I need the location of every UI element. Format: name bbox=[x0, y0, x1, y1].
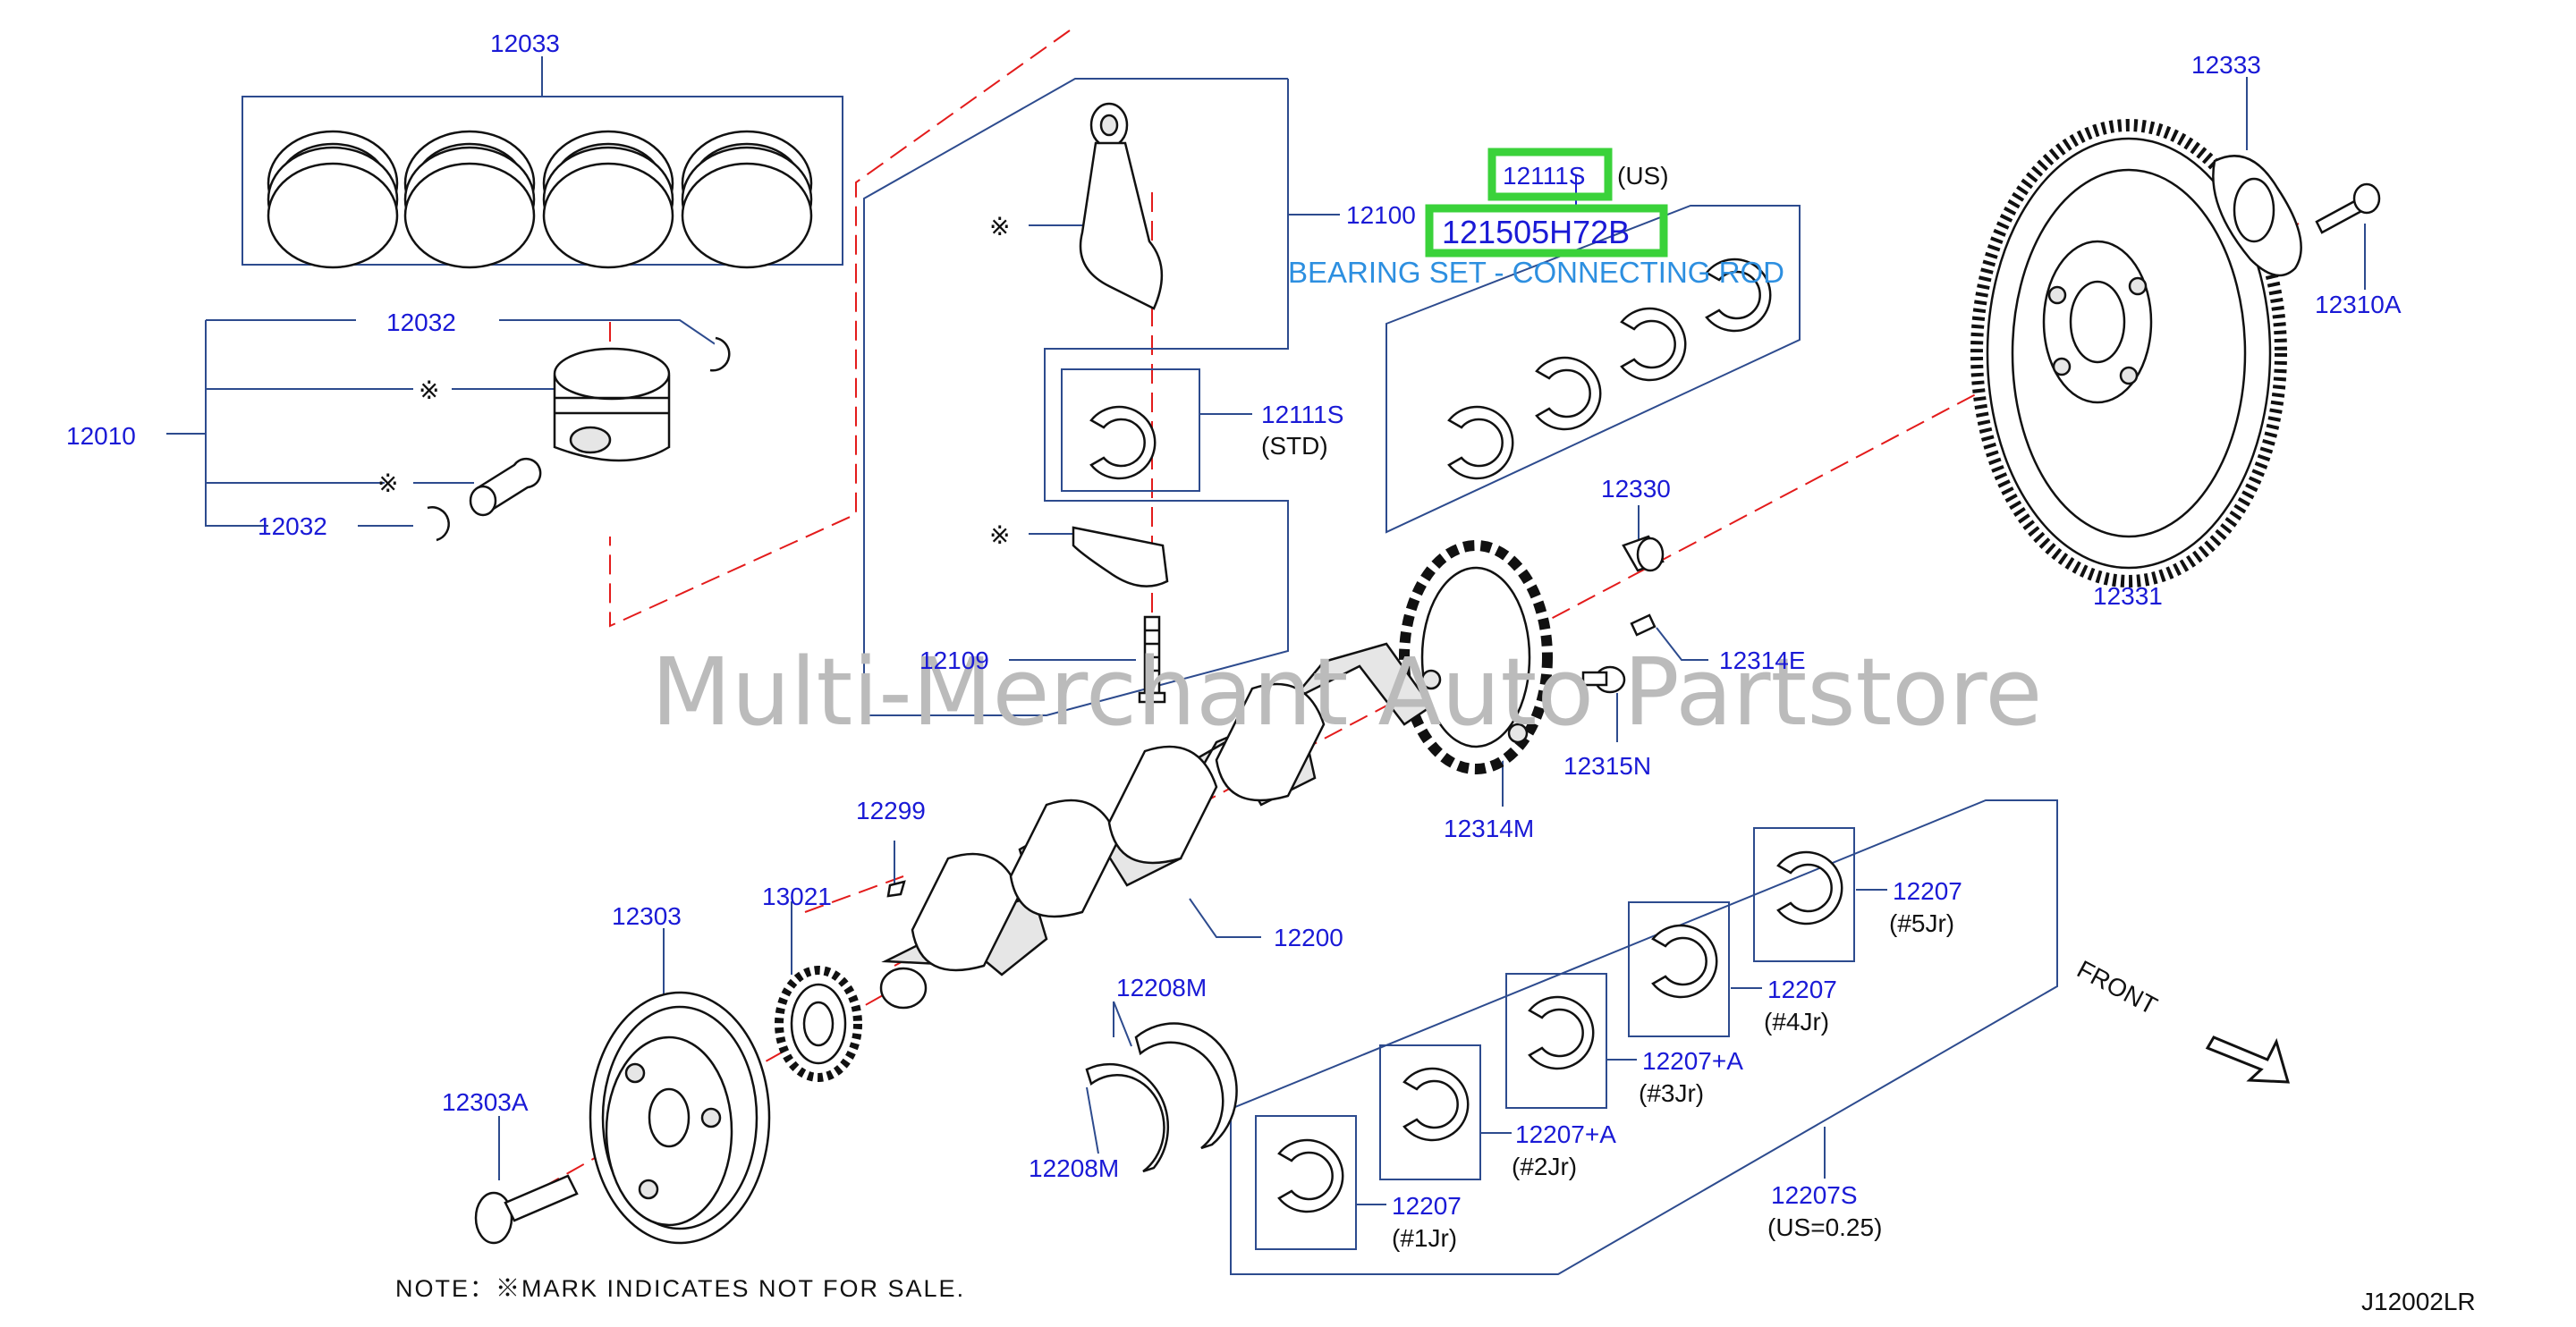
highlight-part-number[interactable]: 121505H72B bbox=[1442, 214, 1630, 250]
label-12207-2jr-note: (#2Jr) bbox=[1512, 1153, 1577, 1180]
label-12010[interactable]: 12010 bbox=[66, 422, 136, 450]
label-12333[interactable]: 12333 bbox=[2191, 51, 2261, 79]
main-bearings-12207 bbox=[1277, 850, 1843, 1213]
label-13021[interactable]: 13021 bbox=[762, 883, 832, 910]
crank-pulley-12303 bbox=[589, 991, 771, 1245]
connecting-rod-12100 bbox=[1072, 102, 1169, 704]
highlight-box-part bbox=[1487, 148, 1613, 201]
woodruff-key-12299 bbox=[886, 880, 906, 898]
highlight-part[interactable]: 12111S bbox=[1503, 162, 1585, 190]
bolt-12315n bbox=[1581, 665, 1626, 694]
label-12303[interactable]: 12303 bbox=[612, 902, 682, 930]
front-label: FRONT bbox=[2072, 955, 2162, 1020]
footnote: NOTE：※MARK INDICATES NOT FOR SALE. bbox=[395, 1275, 965, 1302]
labels: 12033 12032 12010 12032 ※ ※ ※ ※ 12100 12… bbox=[66, 30, 2476, 1315]
label-12314m[interactable]: 12314M bbox=[1444, 815, 1534, 842]
label-12207-5jr-note: (#5Jr) bbox=[1889, 909, 1954, 937]
crankshaft-12200 bbox=[879, 642, 1433, 1010]
conrod-bearing-std bbox=[1089, 405, 1157, 480]
label-12100[interactable]: 12100 bbox=[1346, 201, 1416, 229]
label-12109[interactable]: 12109 bbox=[919, 647, 989, 674]
piston-rings-12033 bbox=[267, 130, 813, 269]
highlight-part-suffix: (US) bbox=[1617, 162, 1669, 190]
highlight-description: BEARING SET - CONNECTING ROD bbox=[1288, 256, 1784, 289]
not-for-sale-mark: ※ bbox=[377, 469, 398, 497]
label-12208m-bottom[interactable]: 12208M bbox=[1029, 1154, 1119, 1182]
watermark: Multi-Merchant Auto Partstore bbox=[651, 638, 2042, 747]
conrod-bearing-set bbox=[1447, 258, 1772, 480]
label-12032-top[interactable]: 12032 bbox=[386, 309, 456, 336]
pulley-bolt-12303a bbox=[474, 1174, 579, 1245]
label-12207s[interactable]: 12207S bbox=[1771, 1181, 1858, 1209]
spacer-12330 bbox=[1622, 535, 1665, 572]
label-12310a[interactable]: 12310A bbox=[2315, 291, 2402, 318]
label-12207-2jr[interactable]: 12207+A bbox=[1515, 1120, 1616, 1148]
plate-12333 bbox=[2212, 155, 2302, 277]
label-12208m-top[interactable]: 12208M bbox=[1116, 974, 1207, 1002]
label-12207-3jr[interactable]: 12207+A bbox=[1642, 1047, 1743, 1075]
label-12315n[interactable]: 12315N bbox=[1563, 752, 1651, 780]
flywheel-12331 bbox=[1970, 119, 2287, 587]
label-12314e[interactable]: 12314E bbox=[1719, 647, 1806, 674]
signal-plate-12314m bbox=[1399, 540, 1553, 774]
piston-12010 bbox=[427, 336, 731, 542]
label-12207-4jr[interactable]: 12207 bbox=[1767, 976, 1837, 1003]
label-12207-3jr-note: (#3Jr) bbox=[1639, 1079, 1704, 1107]
not-for-sale-mark: ※ bbox=[419, 376, 439, 404]
piston-pin bbox=[469, 457, 542, 517]
label-12032-bottom[interactable]: 12032 bbox=[258, 512, 327, 540]
dowel-12314e bbox=[1630, 613, 1657, 637]
label-12207s-note: (US=0.25) bbox=[1767, 1213, 1882, 1241]
label-12033[interactable]: 12033 bbox=[490, 30, 560, 57]
crank-sprocket-13021 bbox=[775, 966, 862, 1082]
label-12299[interactable]: 12299 bbox=[856, 797, 926, 824]
label-12303a[interactable]: 12303A bbox=[442, 1088, 529, 1116]
label-12207-1jr-note: (#1Jr) bbox=[1392, 1224, 1457, 1252]
bolt-12310a bbox=[2315, 182, 2381, 234]
highlight-box-part-number[interactable] bbox=[1425, 204, 1668, 258]
label-12331[interactable]: 12331 bbox=[2093, 582, 2163, 610]
label-12330[interactable]: 12330 bbox=[1601, 475, 1671, 503]
not-for-sale-mark: ※ bbox=[989, 213, 1010, 241]
front-arrow-icon bbox=[2205, 1035, 2291, 1084]
thrust-washers-12208m bbox=[1085, 1022, 1238, 1173]
label-12111s-note: (STD) bbox=[1261, 432, 1328, 460]
label-12207-5jr[interactable]: 12207 bbox=[1893, 877, 1962, 905]
label-12207-4jr-note: (#4Jr) bbox=[1764, 1008, 1829, 1035]
label-12207-1jr[interactable]: 12207 bbox=[1392, 1192, 1462, 1220]
diagram-id: J12002LR bbox=[2361, 1288, 2476, 1315]
label-12200[interactable]: 12200 bbox=[1274, 924, 1343, 951]
not-for-sale-mark: ※ bbox=[989, 521, 1010, 549]
leader-lines bbox=[166, 56, 2366, 1205]
label-12111s[interactable]: 12111S bbox=[1261, 401, 1343, 428]
